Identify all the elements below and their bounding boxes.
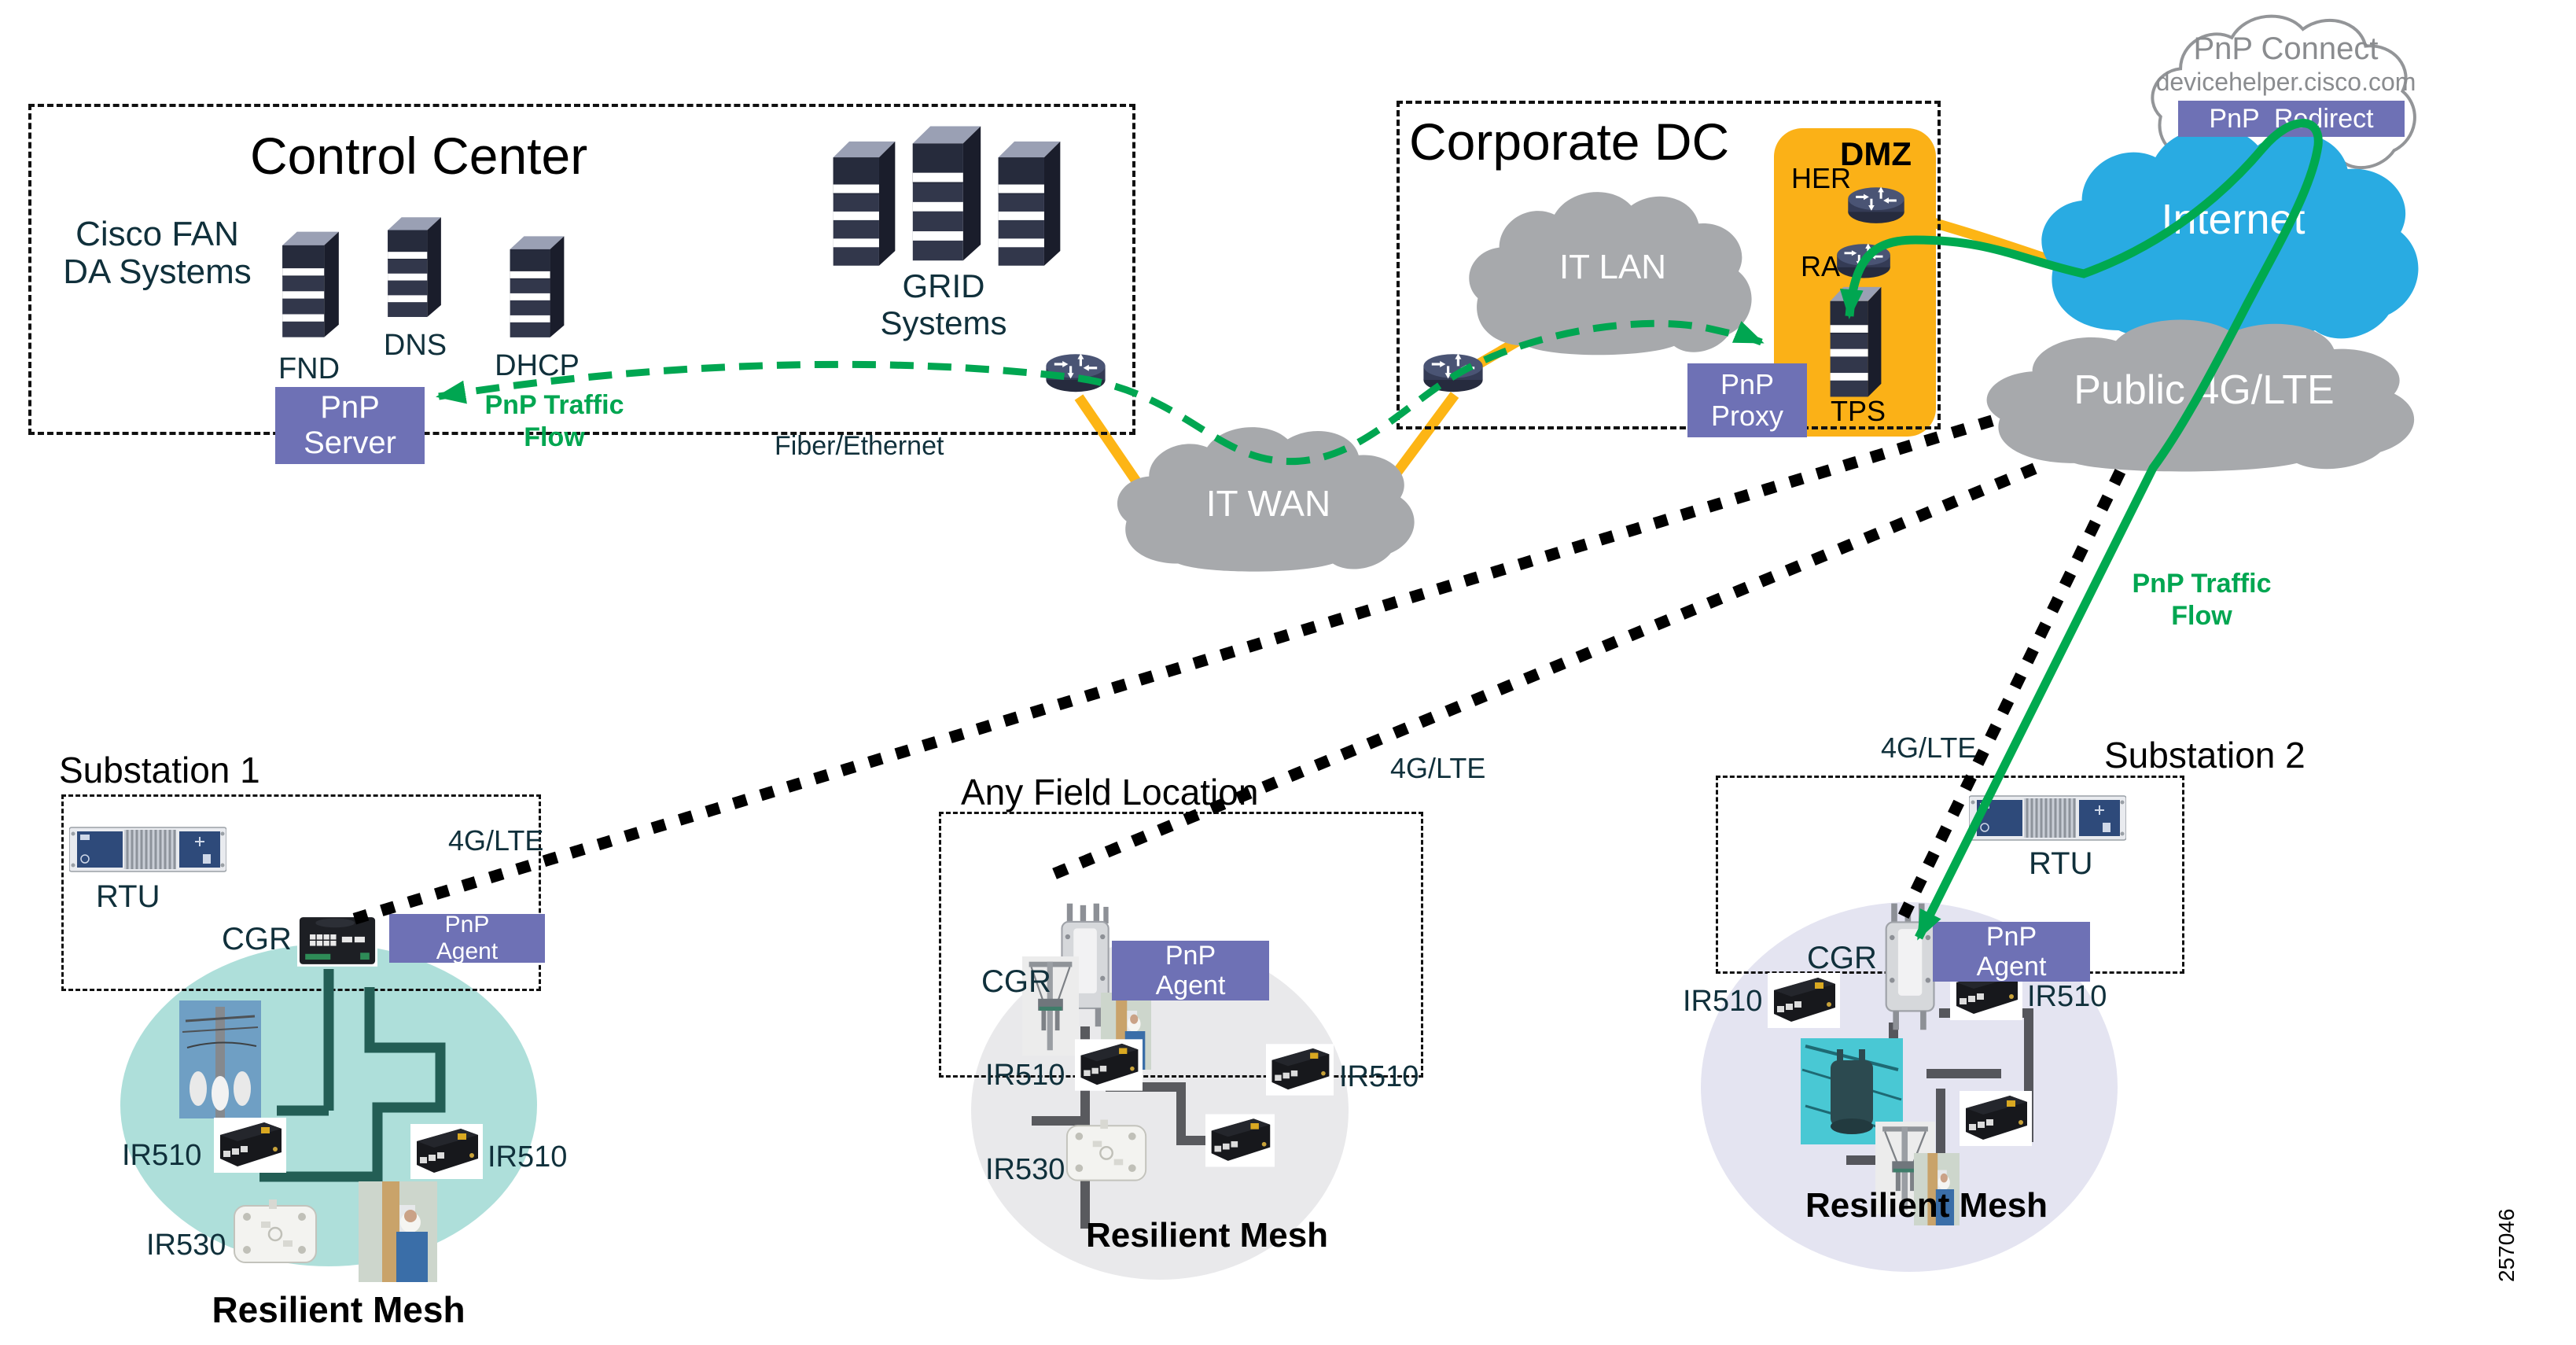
any-field-agent-line2: Agent [1155,971,1226,1000]
substation1-cgr-label: CGR [222,922,292,956]
substation1-agent-line1: PnP [444,912,490,938]
substation2-mesh-label: Resilient Mesh [1805,1186,2048,1225]
substation1-ir530-label: IR530 [146,1229,226,1262]
wan-router-right-icon [1422,346,1485,395]
ra-router-icon [1835,236,1892,282]
substation1-ir530-icon [233,1199,319,1266]
substation2-cgr-label: CGR [1807,941,1877,975]
figure-number: 257046 [2494,1208,2519,1282]
pnp-proxy-line2: Proxy [1710,400,1784,432]
cisco-fan-line1: Cisco FAN [75,215,239,253]
any-field-mesh-label: Resilient Mesh [1085,1216,1329,1255]
any-field-ir510-left-label: IR510 [985,1059,1065,1092]
substation1-rtu-label: RTU [96,879,160,914]
any-field-ir510-lower-icon [1205,1114,1275,1167]
ra-label: RA [1801,250,1841,282]
grid-label-line2: Systems [880,304,1007,342]
internet-cloud: Internet [2029,118,2438,346]
substation1-cgr-icon [297,911,377,971]
corporate-dc-title: Corporate DC [1409,112,1730,171]
pnp-proxy-badge: PnP Proxy [1687,363,1807,437]
substation2-agent-line2: Agent [1976,952,2047,982]
substation2-ir510-lower-icon [1960,1090,2032,1147]
tps-server-icon [1823,282,1889,401]
substation2-ir510-right-label: IR510 [2027,980,2107,1013]
any-field-ir510-left-icon [1075,1038,1143,1092]
substation2-ir510-left-label: IR510 [1683,985,1763,1018]
her-router-icon [1846,179,1906,227]
dhcp-server-icon [499,231,576,341]
pnp-proxy-line1: PnP [1720,367,1775,400]
any-field-ir530-icon [1065,1118,1149,1185]
public-4g-lte-cloud: Public 4G/LTE [1972,313,2436,474]
substation1-ir510-right-label: IR510 [488,1140,568,1174]
pnp-connect-cloud: PnP Connect devicehelper.cisco.com [2144,9,2428,173]
substation1-lte-label: 4G/LTE [448,824,544,857]
pnp-traffic-right-line1: PnP Traffic [2132,569,2272,599]
it-wan-label: IT WAN [1205,483,1331,524]
grid-server-left-icon [824,135,904,271]
control-center-title: Control Center [250,127,588,185]
pnp-connect-domain: devicehelper.cisco.com [2155,68,2416,96]
substation1-ir510-left-label: IR510 [122,1139,202,1172]
pnp-traffic-left-line2: Flow [524,422,585,452]
substation2-lte-label: 4G/LTE [1881,731,1977,764]
public-4g-lte-label: Public 4G/LTE [2074,367,2335,413]
any-field-ir530-label: IR530 [985,1153,1065,1186]
any-field-ir510-right-label: IR510 [1339,1060,1419,1093]
substation1-utility-pole-photo [178,999,263,1120]
fnd-label: FND [278,352,340,385]
fnd-server-icon [271,227,350,341]
fiber-ethernet-label: Fiber/Ethernet [775,431,944,461]
dns-server-icon [377,212,451,321]
pnp-traffic-right-line2: Flow [2171,600,2232,631]
substation2-cgr-icon [1879,903,1939,1032]
pnp-traffic-left-line1: PnP Traffic [484,390,624,420]
her-label: HER [1791,162,1852,194]
grid-server-right-icon [989,135,1069,271]
substation2-rtu-icon [1969,793,2126,843]
dhcp-label: DHCP [495,349,580,382]
substation1-agent-line2: Agent [436,938,499,964]
substation1-mesh-label: Resilient Mesh [212,1289,466,1330]
any-field-cgr-label: CGR [981,964,1051,999]
pnp-redirect-label: PnP Redirect [2209,103,2374,134]
tps-label: TPS [1831,395,1886,427]
cisco-fan-da-label: Cisco FAN DA Systems [49,215,266,292]
it-lan-cloud: IT LAN [1459,185,1766,358]
any-field-title: Any Field Location [961,772,1259,813]
substation1-rtu-icon [69,824,226,875]
dns-label: DNS [383,329,447,362]
grid-systems-label: GRID Systems [849,267,1038,341]
any-field-pnp-agent-badge: PnP Agent [1112,941,1269,1000]
pnp-traffic-flow-label-right: PnP Traffic Flow [2115,568,2288,632]
any-field-lte-label: 4G/LTE [1390,752,1486,784]
any-field-ir510-right-icon [1266,1043,1334,1096]
substation1-ir510-left-icon [214,1117,286,1174]
substation2-pnp-agent-badge: PnP Agent [1933,922,2090,982]
it-wan-cloud: IT WAN [1107,421,1430,574]
pnp-connect-title: PnP Connect [2193,31,2379,66]
substation1-title: Substation 1 [59,750,260,790]
pnp-traffic-flow-label-left: PnP Traffic Flow [472,389,637,454]
grid-label-line1: GRID [902,267,985,304]
substation2-title: Substation 2 [2104,735,2306,776]
cisco-fan-line2: DA Systems [63,252,252,292]
pnp-server-line1: PnP [320,390,380,426]
substation1-ir510-right-icon [410,1123,483,1180]
substation2-agent-line1: PnP [1985,921,2037,952]
it-lan-label: IT LAN [1558,248,1667,286]
substation1-pnp-agent-badge: PnP Agent [389,912,545,964]
internet-label: Internet [2161,196,2306,243]
pnp-server-line2: Server [304,426,396,460]
substation1-worker-photo [359,1181,437,1282]
any-field-agent-line1: PnP [1165,940,1216,971]
wan-router-left-icon [1044,346,1107,395]
pnp-server-badge: PnP Server [275,387,425,464]
grid-server-center-icon [903,120,991,266]
substation2-rtu-label: RTU [2029,846,2093,881]
pnp-redirect-badge: PnP Redirect [2178,101,2405,137]
substation2-ir510-left-icon [1768,972,1840,1029]
